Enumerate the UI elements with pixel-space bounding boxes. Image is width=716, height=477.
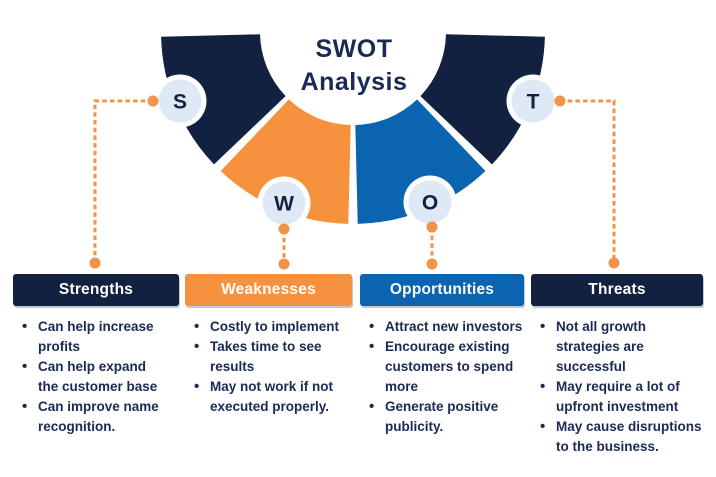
letter-circle-o: O	[403, 175, 457, 229]
list-item: Costly to implement	[185, 317, 352, 337]
list-item: Encourage existing customers to spend mo…	[360, 337, 524, 397]
connector-opportunities	[426, 221, 438, 270]
letter-w: W	[274, 193, 294, 216]
strengths-header: Strengths	[13, 274, 179, 306]
letter-circle-s: S	[153, 74, 207, 128]
letter-s: S	[173, 91, 187, 114]
list-item: Attract new investors	[360, 317, 524, 337]
list-item: May not work if not executed properly.	[185, 377, 352, 417]
page-title: SWOT Analysis	[300, 35, 408, 96]
fan-segment-threats	[420, 34, 545, 165]
list-item: Can help expand the customer base	[13, 357, 167, 397]
fan-segment-strengths	[161, 34, 286, 165]
weaknesses-header: Weaknesses	[185, 274, 352, 306]
letter-o: O	[422, 192, 438, 215]
connector-strengths	[89, 95, 159, 269]
strengths-list: Can help increase profits Can help expan…	[13, 317, 179, 437]
list-item: Takes time to see results	[185, 337, 352, 377]
list-item: Not all growth strategies are successful	[531, 317, 703, 377]
opportunities-header: Opportunities	[360, 274, 524, 306]
column-opportunities: Opportunities Attract new investors Enco…	[360, 274, 524, 437]
connector-threats	[554, 95, 620, 269]
letter-t: T	[527, 91, 540, 114]
threats-list: Not all growth strategies are successful…	[531, 317, 703, 457]
opportunities-list: Attract new investors Encourage existing…	[360, 317, 524, 437]
column-strengths: Strengths Can help increase profits Can …	[13, 274, 179, 437]
connector-weaknesses	[278, 223, 290, 270]
list-item: Can help increase profits	[13, 317, 167, 357]
letter-circle-t: T	[506, 74, 560, 128]
list-item: May require a lot of upfront investment	[531, 377, 703, 417]
swot-fan-chart: S W O T	[89, 34, 620, 270]
list-item: May cause disruptions to the business.	[531, 417, 703, 457]
list-item: Generate positive publicity.	[360, 397, 524, 437]
list-item: Can improve name recognition.	[13, 397, 167, 437]
column-threats: Threats Not all growth strategies are su…	[531, 274, 703, 457]
weaknesses-list: Costly to implement Takes time to see re…	[185, 317, 352, 417]
column-weaknesses: Weaknesses Costly to implement Takes tim…	[185, 274, 352, 417]
threats-header: Threats	[531, 274, 703, 306]
fan-segment-weaknesses	[220, 99, 351, 224]
letter-circle-w: W	[257, 176, 311, 230]
